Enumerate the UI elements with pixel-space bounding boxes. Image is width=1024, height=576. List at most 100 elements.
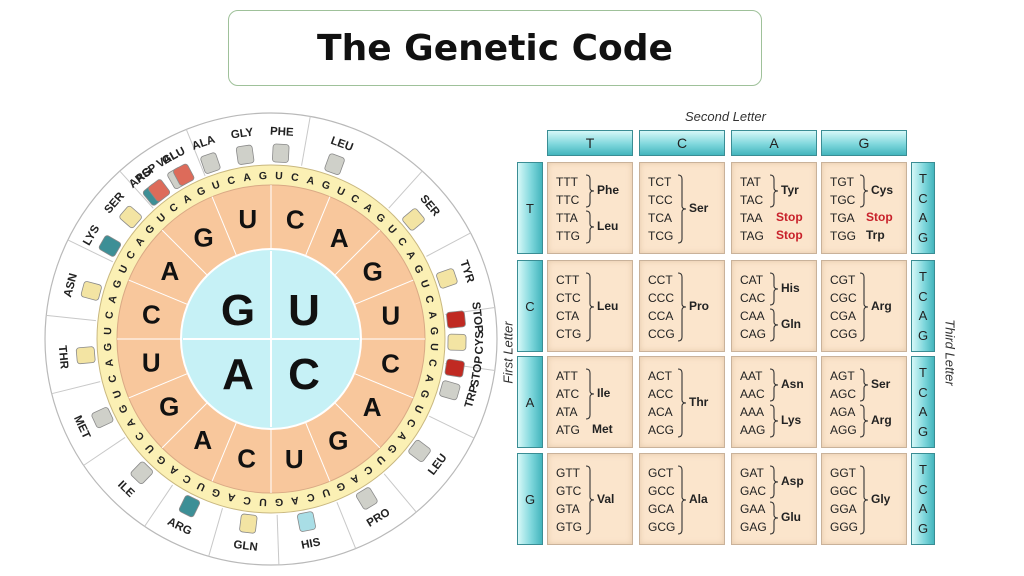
ring-divider	[67, 239, 114, 263]
amino-acid-label: Gly	[871, 492, 891, 506]
segment-divider	[211, 196, 237, 256]
stop-codon-label: Stop	[866, 210, 893, 224]
codon: GTG	[556, 520, 582, 534]
amino-acid-label: Phe	[597, 183, 620, 197]
second-letter: C	[286, 204, 305, 234]
second-letter: C	[237, 444, 256, 474]
third-letter: U	[210, 179, 221, 193]
third-letter: G	[428, 327, 440, 336]
segment-divider	[128, 279, 188, 305]
third-letter: U	[111, 388, 125, 399]
ring-divider	[383, 473, 417, 513]
codon-brace	[859, 272, 869, 342]
third-letter: C	[242, 494, 252, 507]
ring-divider	[276, 514, 280, 565]
codon: TAC	[740, 193, 764, 207]
third-letter: U	[195, 479, 207, 493]
amino-acid-block	[408, 439, 431, 462]
segment-divider	[354, 279, 414, 305]
ring-divider	[185, 129, 206, 177]
first-letter-label: First Letter	[500, 321, 516, 384]
third-letter: G	[259, 170, 268, 182]
amino-acid-block	[444, 358, 465, 378]
codon: TGA	[830, 211, 855, 225]
codon: CTC	[556, 291, 581, 305]
column-header-T: T	[547, 130, 633, 156]
codon-brace	[859, 465, 869, 535]
amino-acid-block	[80, 281, 102, 301]
title-box: The Genetic Code	[228, 10, 762, 86]
codon: ATG	[556, 423, 580, 437]
third-letter: A	[918, 210, 928, 226]
second-letter-label: Second Letter	[685, 109, 766, 124]
third-letter: A	[918, 308, 928, 324]
codon-brace	[859, 404, 869, 438]
codon-brace	[769, 308, 779, 342]
codon: GCT	[648, 466, 674, 480]
amino-acid-block	[272, 143, 290, 163]
amino-acid-block	[148, 179, 171, 202]
codon: GGG	[830, 520, 859, 534]
codon-brace	[769, 501, 779, 535]
codon: CCT	[648, 273, 673, 287]
codon-brace	[859, 368, 869, 402]
third-letter: C	[426, 358, 439, 368]
second-letter: A	[160, 256, 179, 286]
segment-divider	[334, 229, 381, 276]
third-letter: G	[102, 343, 114, 352]
codon: TAT	[740, 175, 761, 189]
third-letter: A	[226, 490, 237, 504]
amino-acid-label: Asn	[781, 377, 804, 391]
amino-acid-label: STOP	[469, 355, 486, 388]
amino-acid-label: Glu	[781, 510, 801, 524]
codon: GCG	[648, 520, 676, 534]
codon: AGA	[830, 405, 856, 419]
amino-acid-label: Arg	[871, 413, 892, 427]
third-letter: C	[918, 288, 928, 304]
codon-table: Second Letter First Letter Third Letter …	[501, 105, 958, 570]
codon: CAC	[740, 291, 766, 305]
amino-acid-block	[356, 487, 378, 510]
codon: TCG	[648, 229, 674, 243]
amino-acid-block	[173, 163, 195, 186]
amino-acid-block	[447, 333, 467, 351]
codon: GAC	[740, 484, 767, 498]
ring-divider	[426, 232, 471, 257]
codon-brace	[769, 368, 779, 402]
second-letter: A	[330, 223, 349, 253]
first-letter-C: C	[288, 350, 320, 399]
second-letter: U	[238, 204, 257, 234]
codon: TAG	[740, 229, 764, 243]
third-letter: C	[103, 310, 116, 320]
amino-acid-label: His	[781, 281, 800, 295]
codon: CGG	[830, 327, 858, 341]
amino-acid-block	[235, 144, 255, 165]
segment-divider	[128, 373, 188, 399]
codon: GGC	[830, 484, 858, 498]
codon: CGC	[830, 291, 857, 305]
third-letter: C	[422, 294, 436, 305]
ring-divider	[83, 437, 126, 466]
codon: TAA	[740, 211, 763, 225]
third-letter: U	[275, 170, 283, 182]
codon: ATC	[556, 387, 580, 401]
codon: ACC	[648, 387, 674, 401]
third-letter: A	[426, 310, 439, 320]
codon: CAT	[740, 273, 764, 287]
third-letter: A	[242, 171, 252, 184]
third-letter: U	[418, 278, 432, 289]
second-letter: G	[363, 257, 383, 287]
